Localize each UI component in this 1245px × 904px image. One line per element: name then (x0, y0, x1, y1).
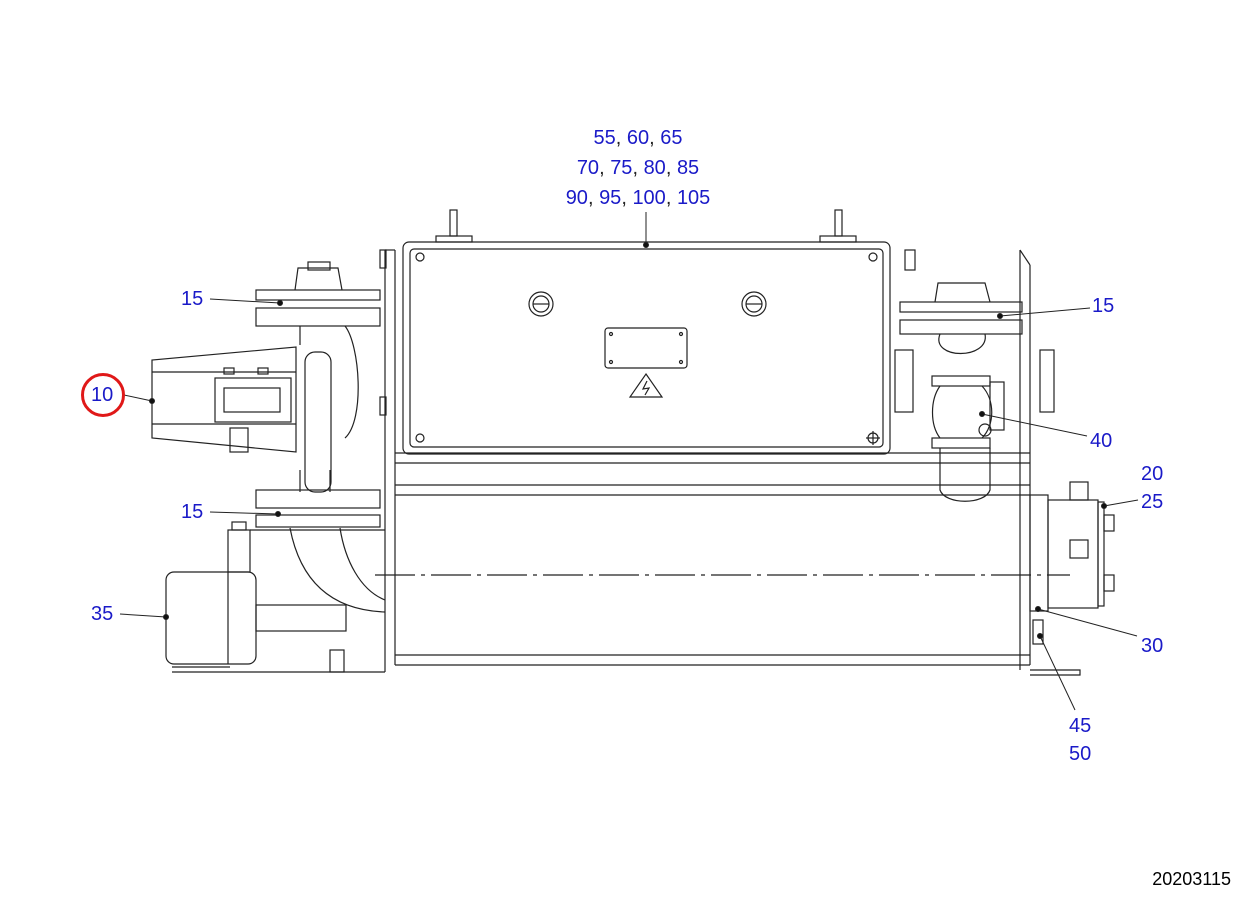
callout-45[interactable]: 45 (1069, 715, 1092, 737)
callout-100[interactable]: 100 (632, 187, 666, 209)
callout-85[interactable]: 85 (676, 157, 700, 179)
callout-20[interactable]: 20 (1141, 463, 1164, 485)
right-valve-assembly (894, 282, 1055, 502)
callout-15-left-upper[interactable]: 15 (181, 288, 204, 310)
drawing-number: 20203115 (1152, 869, 1231, 889)
callout-group-45-50: 45 50 (1069, 712, 1091, 768)
callout-50[interactable]: 50 (1069, 743, 1092, 765)
leader-lines (119, 212, 1139, 711)
callout-15-left-lower[interactable]: 15 (181, 501, 204, 523)
callout-90[interactable]: 90 (565, 187, 588, 209)
callout-25[interactable]: 25 (1141, 491, 1164, 513)
main-frame (172, 249, 1081, 676)
selected-callout-ring (81, 373, 125, 417)
callout-55[interactable]: 55 (593, 127, 616, 149)
callout-line-2: 70, 75, 80, 85 (576, 157, 700, 179)
callout-75[interactable]: 75 (610, 157, 633, 179)
control-box (379, 209, 916, 455)
callout-65[interactable]: 65 (660, 127, 683, 149)
callout-70[interactable]: 70 (576, 157, 600, 179)
callout-group-top: 55, 60, 65 70, 75, 80, 85 90, 95, 100, 1… (566, 124, 711, 212)
callout-60[interactable]: 60 (626, 127, 650, 149)
callout-35[interactable]: 35 (91, 603, 114, 625)
callout-80[interactable]: 80 (643, 157, 666, 179)
callout-105[interactable]: 105 (676, 187, 711, 209)
callout-line-3: 90, 95, 100, 105 (565, 187, 711, 209)
callout-40[interactable]: 40 (1090, 430, 1113, 452)
callout-15-right[interactable]: 15 (1092, 295, 1115, 317)
callout-30[interactable]: 30 (1141, 635, 1164, 657)
callout-95[interactable]: 95 (599, 187, 622, 209)
callout-group-20-25: 20 25 (1141, 460, 1163, 516)
left-pump-assembly (151, 261, 386, 673)
callout-10[interactable]: 10 (91, 384, 114, 406)
callout-line-1: 55, 60, 65 (593, 127, 683, 149)
